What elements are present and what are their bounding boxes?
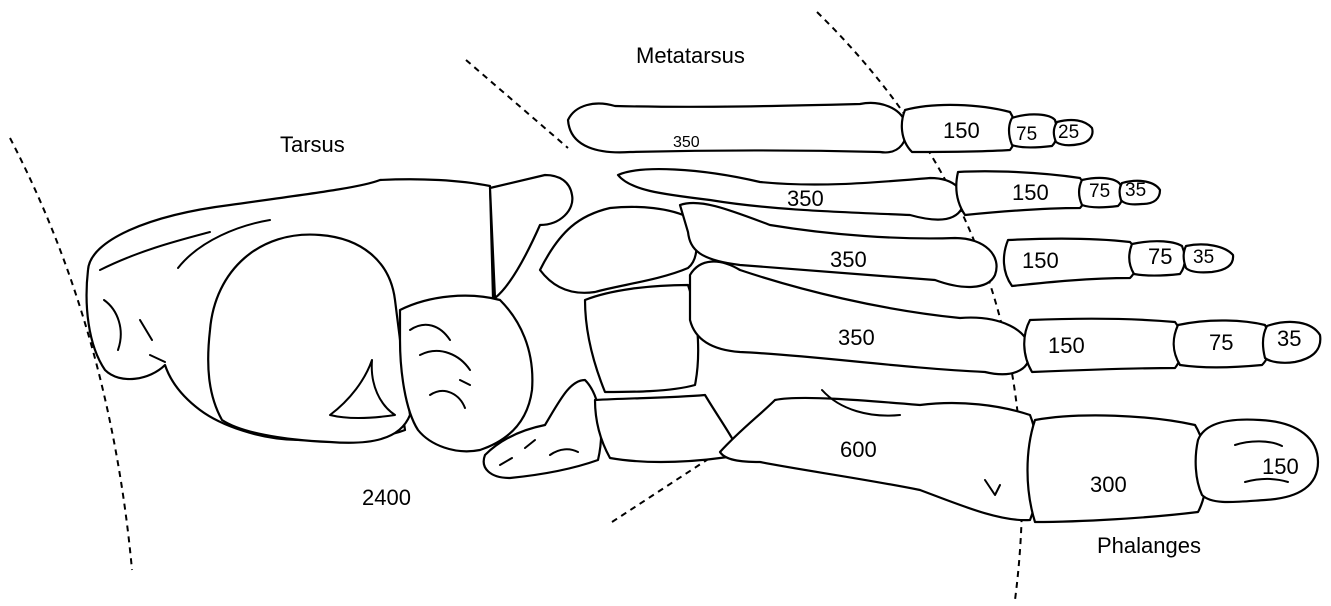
toe2-metatarsal-value: 350 <box>787 186 824 211</box>
lateral-tarsal-bone <box>595 395 740 462</box>
toe3-middle-value: 75 <box>1148 244 1172 269</box>
navicular-bone <box>400 296 532 452</box>
toe2-proximal-value: 150 <box>1012 180 1049 205</box>
lateral-cuneiform-bone <box>585 285 698 392</box>
toe1-middle-value: 75 <box>1016 124 1037 145</box>
talus-bone <box>208 235 410 443</box>
tarsus-metatarsus-boundary-upper <box>466 60 568 148</box>
toe2-distal-value: 35 <box>1125 180 1146 201</box>
proximal-phalanx-hallux <box>1028 415 1207 522</box>
phalanges-label: Phalanges <box>1097 533 1201 558</box>
toe3-proximal-value: 150 <box>1022 248 1059 273</box>
hallux-proximal-value: 300 <box>1090 472 1127 497</box>
hallux-metatarsal-value: 600 <box>840 437 877 462</box>
distal-phalanx-hallux <box>1196 420 1318 503</box>
toe1-distal-value: 25 <box>1058 122 1079 143</box>
toe4-distal-value: 35 <box>1277 326 1301 351</box>
metatarsus-label: Metatarsus <box>636 43 745 68</box>
tarsus-label: Tarsus <box>280 132 345 157</box>
toe2-middle-value: 75 <box>1089 181 1110 202</box>
toe1-metatarsal-value: 350 <box>673 134 700 151</box>
toe4-metatarsal-value: 350 <box>838 325 875 350</box>
toe3-distal-value: 35 <box>1193 247 1214 268</box>
toe4-proximal-value: 150 <box>1048 333 1085 358</box>
hallux-distal-value: 150 <box>1262 454 1299 479</box>
intermediate-cuneiform-bone <box>540 207 697 293</box>
tarsus-total-value: 2400 <box>362 485 411 510</box>
toe3-metatarsal-value: 350 <box>830 247 867 272</box>
metatarsal-toe1 <box>568 103 906 152</box>
toe1-proximal-value: 150 <box>943 118 980 143</box>
toe4-middle-value: 75 <box>1209 330 1233 355</box>
